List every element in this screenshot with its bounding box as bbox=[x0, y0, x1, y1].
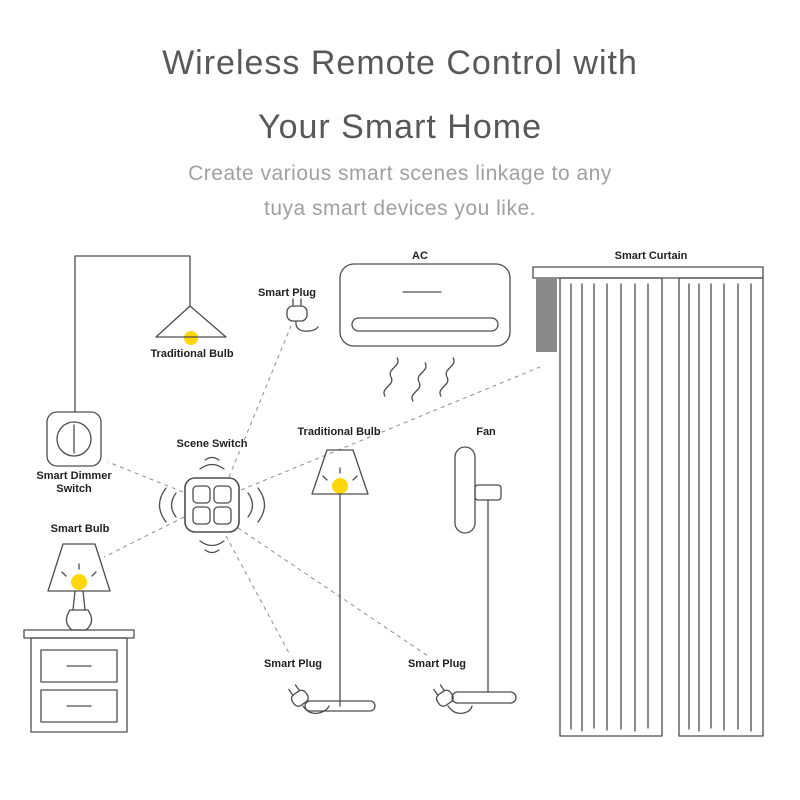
scene-switch-illustration bbox=[158, 456, 266, 554]
smart-plug-ac-label: Smart Plug bbox=[257, 287, 317, 299]
smart-plug-floor-label: Smart Plug bbox=[263, 658, 323, 670]
smart-plug-fan-icon bbox=[433, 684, 454, 707]
smart-plug-floor-icon bbox=[288, 684, 309, 707]
dimmer-switch-label-line1: Smart Dimmer bbox=[36, 470, 112, 482]
scene-link-lines bbox=[103, 325, 541, 657]
page-subtitle-line1: Create various smart scenes linkage to a… bbox=[188, 162, 612, 185]
floor-lamp-illustration bbox=[304, 449, 376, 712]
pendant-lamp-illustration bbox=[74, 255, 227, 413]
ac-label: AC bbox=[412, 250, 428, 262]
fan-illustration bbox=[451, 446, 517, 704]
page-title-line1: Wireless Remote Control with bbox=[162, 44, 638, 82]
signal-wave-icon bbox=[170, 492, 177, 518]
plug-cord-fan bbox=[447, 705, 473, 714]
plug-cord-floor bbox=[302, 705, 330, 714]
ac-illustration bbox=[339, 263, 511, 347]
dimmer-switch-illustration bbox=[46, 411, 102, 467]
dimmer-switch-label-line2: Switch bbox=[56, 483, 92, 495]
smart-bulb-label: Smart Bulb bbox=[50, 523, 110, 535]
dimmer-switch-label: Smart Dimmer Switch bbox=[36, 470, 111, 496]
table-lamp-nightstand-illustration bbox=[23, 543, 135, 733]
floor-bulb-label: Traditional Bulb bbox=[297, 426, 381, 438]
smart-curtain-label: Smart Curtain bbox=[614, 250, 688, 262]
pendant-bulb-label: Traditional Bulb bbox=[150, 348, 234, 360]
scene-switch-label: Scene Switch bbox=[176, 438, 248, 450]
smart-curtain-illustration bbox=[532, 266, 764, 737]
smart-plug-fan-label: Smart Plug bbox=[407, 658, 467, 670]
fan-label: Fan bbox=[476, 426, 496, 438]
smart-plug-ac-icon bbox=[286, 298, 319, 332]
page-subtitle-line2: tuya smart devices you like. bbox=[264, 197, 536, 220]
heat-wave-icon bbox=[383, 357, 455, 402]
page-title-line2: Your Smart Home bbox=[258, 108, 542, 146]
